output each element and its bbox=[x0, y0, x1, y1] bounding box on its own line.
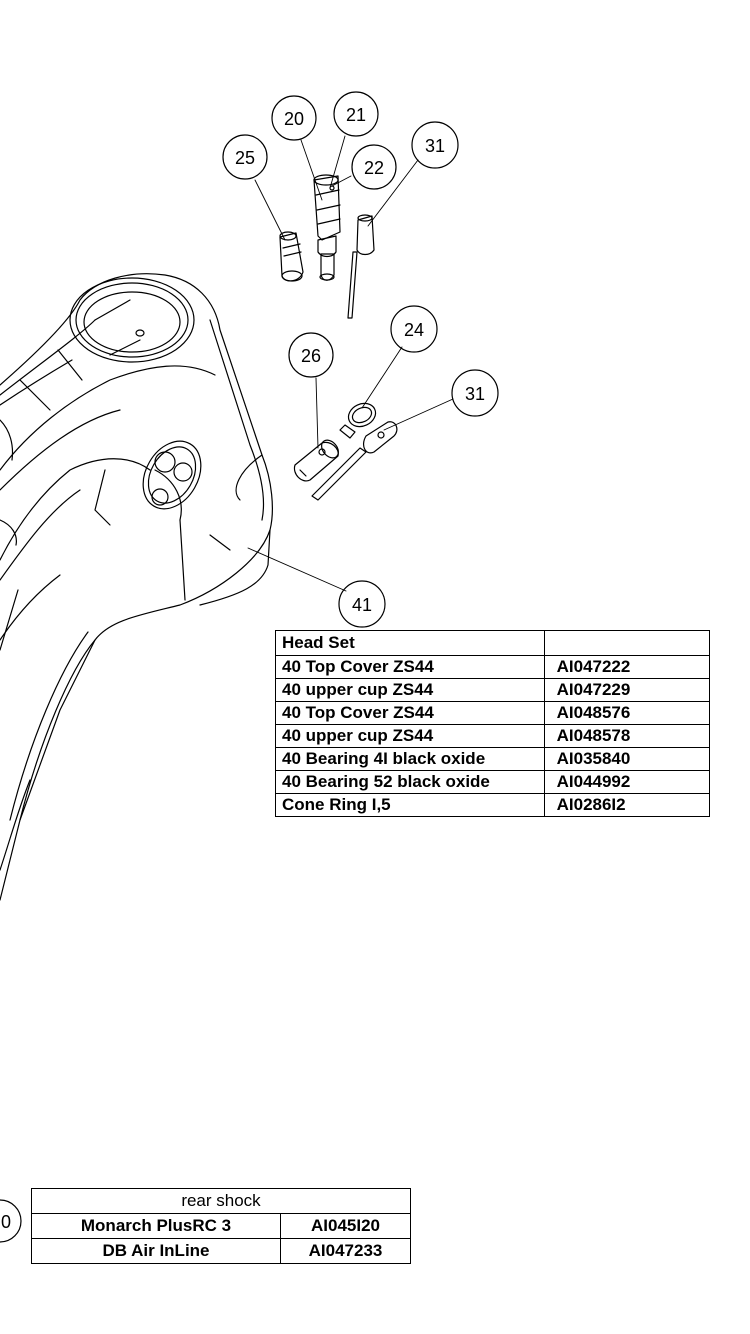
part-code: AI0286I2 bbox=[543, 793, 711, 817]
part-name: 40 upper cup ZS44 bbox=[275, 678, 545, 702]
part-31-pin-lower bbox=[311, 421, 398, 501]
callout-31-lower: 31 bbox=[465, 384, 485, 404]
part-code: AI047222 bbox=[543, 655, 711, 679]
part-code: AI035840 bbox=[543, 747, 711, 771]
table-row: 40 Bearing 52 black oxide AI044992 bbox=[275, 770, 711, 794]
rear-shock-parts-table: rear shock Monarch PlusRC 3 AI045I20 DB … bbox=[31, 1188, 411, 1264]
frame-head-tube bbox=[0, 273, 273, 901]
callout-20: 20 bbox=[284, 109, 304, 129]
headset-title: Head Set bbox=[275, 630, 545, 656]
part-name: 40 Top Cover ZS44 bbox=[275, 655, 545, 679]
headset-title-blank bbox=[543, 630, 711, 656]
part-name: 40 Bearing 4I black oxide bbox=[275, 747, 545, 771]
part-code: AI047229 bbox=[543, 678, 711, 702]
headset-parts-table: Head Set 40 Top Cover ZS44 AI047222 40 u… bbox=[275, 630, 711, 817]
callout-31-upper: 31 bbox=[425, 136, 445, 156]
part-code: AI045I20 bbox=[280, 1213, 411, 1239]
table-row: 40 Top Cover ZS44 AI048576 bbox=[275, 701, 711, 725]
table-row: Cone Ring I,5 AI0286I2 bbox=[275, 793, 711, 817]
part-name: DB Air InLine bbox=[31, 1238, 281, 1264]
part-25-sleeve bbox=[279, 231, 304, 282]
table-header-row: Head Set bbox=[275, 630, 711, 656]
part-name: 40 upper cup ZS44 bbox=[275, 724, 545, 748]
part-code: AI044992 bbox=[543, 770, 711, 794]
callout-25: 25 bbox=[235, 148, 255, 168]
part-name: Monarch PlusRC 3 bbox=[31, 1213, 281, 1239]
callout-circles bbox=[0, 91, 499, 1243]
leader-lines bbox=[247, 135, 454, 592]
part-code: AI048576 bbox=[543, 701, 711, 725]
callout-21: 21 bbox=[346, 105, 366, 125]
callout-41: 41 bbox=[352, 595, 372, 615]
table-row: DB Air InLine AI047233 bbox=[31, 1238, 411, 1264]
rear-shock-title: rear shock bbox=[31, 1188, 411, 1214]
part-24-clip bbox=[339, 402, 377, 439]
callout-partial: 0 bbox=[1, 1212, 11, 1232]
table-header-row: rear shock bbox=[31, 1188, 411, 1214]
callout-22: 22 bbox=[364, 158, 384, 178]
part-name: 40 Bearing 52 black oxide bbox=[275, 770, 545, 794]
part-code: AI047233 bbox=[280, 1238, 411, 1264]
part-26-cylinder bbox=[293, 439, 339, 482]
table-row: 40 upper cup ZS44 AI048578 bbox=[275, 724, 711, 748]
part-31-pin-upper bbox=[347, 214, 375, 319]
part-20-21-22-assembly bbox=[313, 174, 341, 281]
part-name: 40 Top Cover ZS44 bbox=[275, 701, 545, 725]
table-row: Monarch PlusRC 3 AI045I20 bbox=[31, 1213, 411, 1239]
part-code: AI048578 bbox=[543, 724, 711, 748]
table-row: 40 Bearing 4I black oxide AI035840 bbox=[275, 747, 711, 771]
table-row: 40 upper cup ZS44 AI047229 bbox=[275, 678, 711, 702]
callout-26: 26 bbox=[301, 346, 321, 366]
callout-24: 24 bbox=[404, 320, 424, 340]
part-name: Cone Ring I,5 bbox=[275, 793, 545, 817]
table-row: 40 Top Cover ZS44 AI047222 bbox=[275, 655, 711, 679]
